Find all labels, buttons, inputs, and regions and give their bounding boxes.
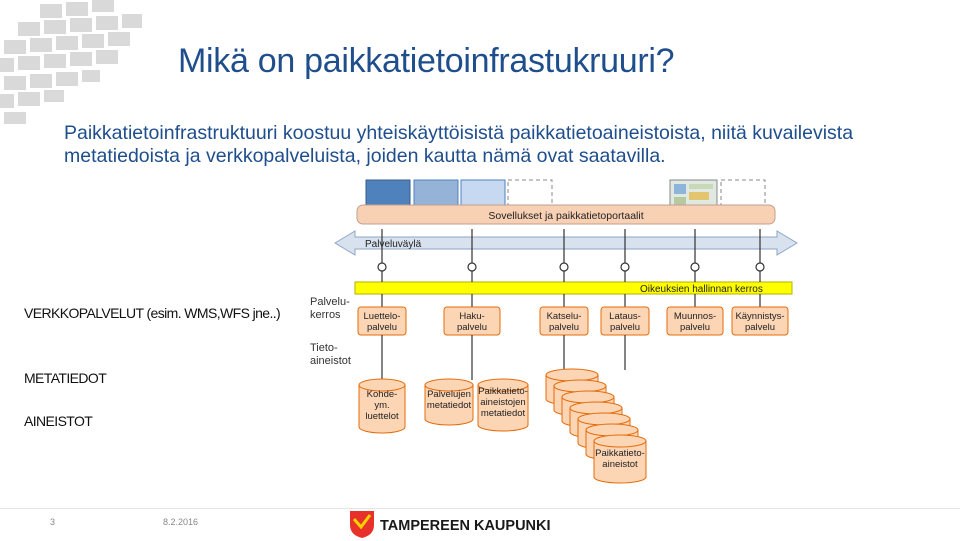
database-stack-item: [593, 434, 647, 484]
app-tile-1: [365, 179, 411, 210]
service-bus-label: Palveluväylä: [365, 239, 422, 250]
database-label-line: aineistot: [602, 459, 638, 470]
decorative-grid: [0, 0, 142, 124]
service-label-line: palvelu: [549, 322, 579, 333]
service-label: Luettelo-palvelu: [364, 311, 401, 333]
footer-date: 8.2.2016: [163, 517, 199, 527]
dynamic-elements: Luettelo-palveluHaku-palveluKatselu-palv…: [357, 262, 789, 484]
service-label: Muunnos-palvelu: [674, 311, 716, 333]
map-thumbnail: [669, 179, 718, 210]
side-label-verkkopalvelut: VERKKOPALVELUT (esim. WMS,WFS jne..): [24, 305, 281, 321]
logo-text: TAMPEREEN KAUPUNKI: [380, 518, 551, 534]
database-label-line: metatiedot: [481, 408, 526, 419]
service-label-line: palvelu: [610, 322, 640, 333]
service-label-line: Luettelo-: [364, 311, 401, 322]
service-layer-label-line2: kerros: [310, 309, 341, 321]
database-label: Kohde-ym.luettelot: [365, 389, 399, 422]
rights-layer-label: Oikeuksien hallinnan kerros: [640, 284, 763, 295]
rights-layer: [354, 281, 793, 295]
service-label-line: Käynnistys-: [735, 311, 784, 322]
service-label: Katselu-palvelu: [547, 311, 582, 333]
app-tile-5: [720, 179, 766, 210]
service-label: Lataus-palvelu: [609, 311, 641, 333]
page-number: 3: [50, 517, 56, 527]
database-palvelujen-metatiedot: [424, 378, 474, 426]
database-label: Paikkatieto-aineistot: [595, 448, 645, 470]
intro-text: Paikkatietoinfrastruktuuri koostuu yhtei…: [64, 122, 854, 167]
service-box: [731, 306, 789, 336]
connector-node: [467, 262, 477, 272]
service-bus: [334, 230, 798, 256]
database-label-line: luettelot: [365, 411, 399, 422]
database-kohdeluettelot: [358, 378, 406, 434]
apps-bar: [356, 204, 776, 225]
connector-node: [559, 262, 569, 272]
connector-node: [620, 262, 630, 272]
service-label-line: palvelu: [457, 322, 487, 333]
database-label-line: Palvelujen: [427, 389, 471, 400]
service-layer-label-line1: Palvelu-: [310, 296, 350, 308]
service-label-line: palvelu: [367, 322, 397, 333]
service-label: Haku-palvelu: [457, 311, 487, 333]
page-title: Mikä on paikkatietoinfrastukruuri?: [178, 42, 675, 80]
bus-ticks: [381, 229, 761, 263]
connector-node: [377, 262, 387, 272]
data-layer-label: Tieto-aineistot: [310, 342, 351, 367]
service-label-line: Lataus-: [609, 311, 641, 322]
side-label-metatiedot: METATIEDOT: [24, 370, 107, 386]
data-layer-label-line2: aineistot: [310, 355, 351, 367]
data-layer-label-line1: Tieto-: [310, 342, 338, 354]
service-label: Käynnistys-palvelu: [735, 311, 784, 333]
connector-node: [690, 262, 700, 272]
database-label-line: metatiedot: [427, 400, 472, 411]
apps-bar-label: Sovellukset ja paikkatietoportaalit: [488, 210, 643, 222]
app-tile-4: [507, 179, 553, 210]
database-label-line: Kohde-: [367, 389, 398, 400]
service-label-line: Haku-: [459, 311, 484, 322]
connector-node: [755, 262, 765, 272]
service-label-line: Katselu-: [547, 311, 582, 322]
architecture-diagram: Sovellukset ja paikkatietoportaalit Palv…: [310, 179, 798, 484]
service-label-line: palvelu: [680, 322, 710, 333]
database-aineistojen-metatiedot: [477, 378, 529, 432]
side-label-aineistot: AINEISTOT: [24, 413, 93, 429]
tampere-logo: TAMPEREEN KAUPUNKI: [350, 511, 551, 538]
database-label-line: aineistojen: [480, 397, 525, 408]
database-label-line: Paikkatieto-: [478, 386, 528, 397]
service-label-line: palvelu: [745, 322, 775, 333]
database-label-line: Paikkatieto-: [595, 448, 645, 459]
database-label-line: ym.: [374, 400, 389, 411]
service-label-line: Muunnos-: [674, 311, 716, 322]
footer-divider: [0, 508, 960, 509]
service-layer-label: Palvelu-kerros: [310, 296, 350, 321]
service-box: [666, 306, 724, 336]
app-tile-2: [413, 179, 459, 210]
